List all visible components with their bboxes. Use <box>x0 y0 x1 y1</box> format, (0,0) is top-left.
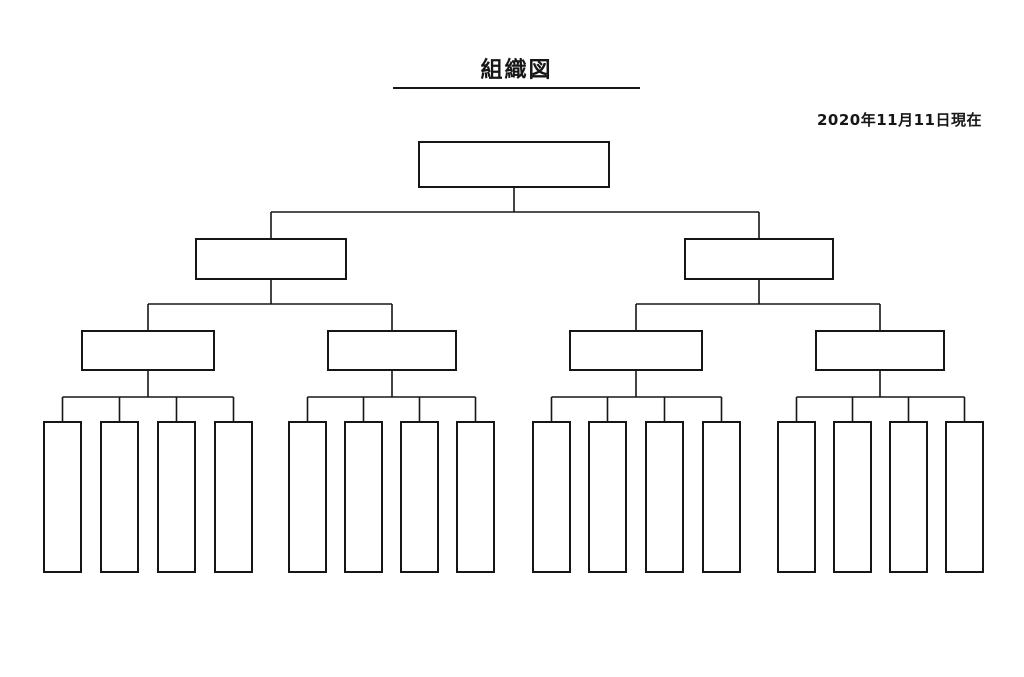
org-box-l3-3 <box>569 330 703 371</box>
org-box-l3-1 <box>81 330 215 371</box>
org-box-l4-9 <box>532 421 571 573</box>
org-box-l4-1 <box>43 421 82 573</box>
org-box-l4-6 <box>344 421 383 573</box>
org-box-l4-7 <box>400 421 439 573</box>
org-box-root <box>418 141 610 188</box>
org-box-l4-12 <box>702 421 741 573</box>
page-title: 組織図 <box>480 58 553 83</box>
org-box-l4-10 <box>588 421 627 573</box>
org-box-l4-5 <box>288 421 327 573</box>
org-box-l4-14 <box>833 421 872 573</box>
title-block: 組織図 <box>393 58 640 90</box>
org-box-l4-13 <box>777 421 816 573</box>
date-note: 2020年11月11日現在 <box>817 111 982 129</box>
org-box-l4-16 <box>945 421 984 573</box>
org-box-l4-8 <box>456 421 495 573</box>
org-box-l2-1 <box>195 238 347 280</box>
org-box-l4-4 <box>214 421 253 573</box>
org-box-l2-2 <box>684 238 834 280</box>
org-box-l4-2 <box>100 421 139 573</box>
org-box-l4-3 <box>157 421 196 573</box>
org-box-l4-11 <box>645 421 684 573</box>
org-box-l4-15 <box>889 421 928 573</box>
tree-connector-path <box>61 188 966 421</box>
org-box-l3-4 <box>815 330 945 371</box>
org-box-l3-2 <box>327 330 457 371</box>
